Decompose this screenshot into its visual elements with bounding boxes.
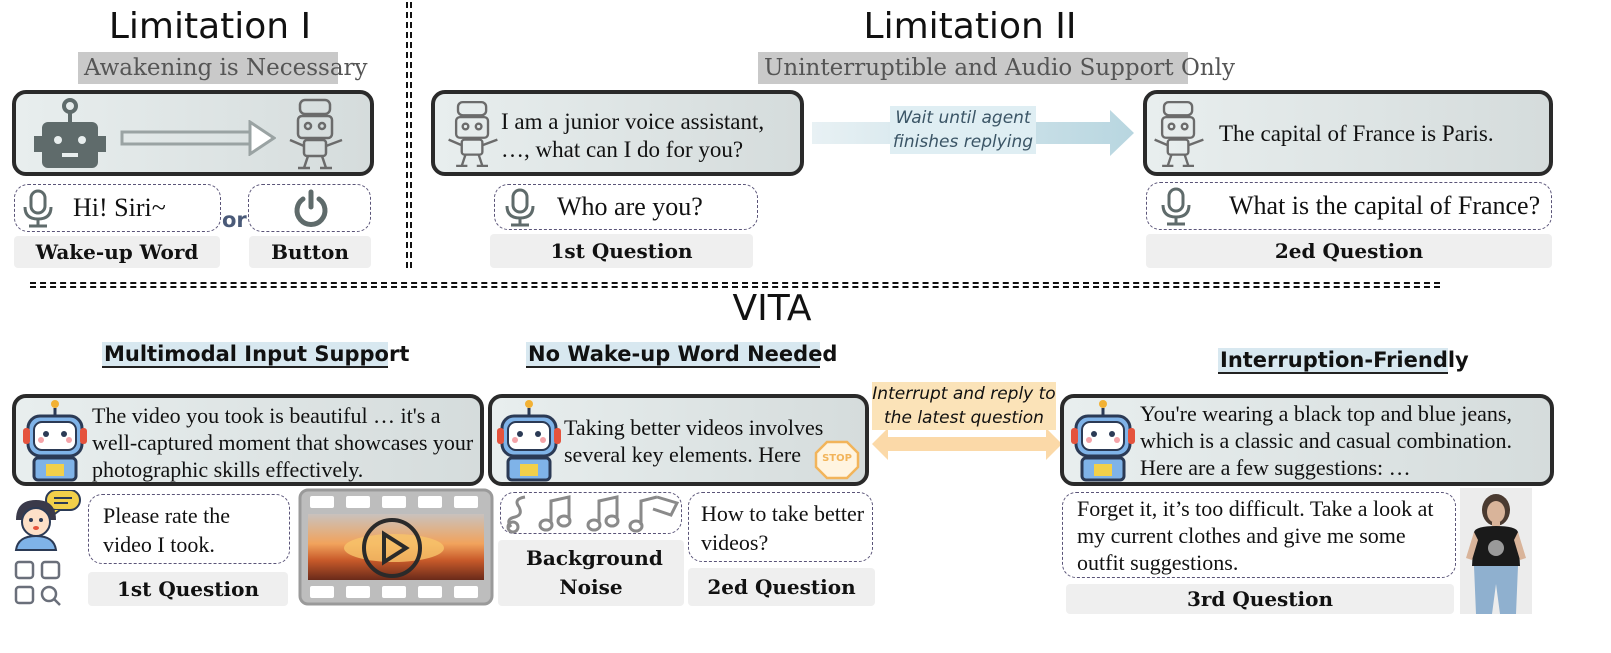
no-wake-question-label: 2ed Question	[688, 568, 875, 606]
vertical-separator	[406, 2, 412, 268]
robot-avatar-icon	[497, 400, 561, 482]
microphone-icon	[505, 188, 535, 227]
interruption-agent-box: You're wearing a black top and blue jean…	[1060, 394, 1554, 486]
no-wake-agent-box: Taking better videos involves several ke…	[488, 394, 869, 486]
multimodal-agent-reply: The video you took is beautiful … it's a…	[92, 403, 474, 482]
horizontal-separator	[30, 282, 1440, 288]
limitation2-agent-box-1: I am a junior voice assistant, …, what c…	[431, 90, 804, 176]
limitation2-title: Limitation II	[863, 6, 1077, 47]
robot-icon	[34, 98, 106, 168]
robot-avatar-icon	[23, 400, 87, 482]
interruption-agent-reply: You're wearing a black top and blue jean…	[1140, 401, 1513, 480]
question-1-bubble: Who are you?	[494, 184, 758, 230]
wake-word-label: Wake-up Word	[14, 236, 220, 268]
cartoon-robot-icon	[1154, 100, 1204, 168]
wait-note: Wait until agent finishes replying	[890, 106, 1036, 154]
vita-title: VITA	[732, 288, 812, 329]
question-1-text: Who are you?	[557, 192, 703, 221]
question-2-text: What is the capital of France?	[1229, 191, 1541, 220]
power-button-bubble	[248, 184, 371, 232]
limitation2-agent-box-2: The capital of France is Paris.	[1143, 90, 1553, 176]
multimodal-question-bubble: Please rate the video I took.	[88, 494, 290, 564]
person-photo	[1460, 488, 1532, 614]
stop-sign-text: STOP	[822, 453, 852, 464]
agent-reply-text: The capital of France is Paris.	[1219, 121, 1494, 146]
microphone-icon	[1161, 187, 1191, 226]
interruption-question-text: Forget it, it’s too difficult. Take a lo…	[1077, 496, 1434, 575]
multimodal-question-text: Please rate the video I took.	[103, 503, 231, 557]
multimodal-question-label: 1st Question	[88, 572, 288, 606]
question-1-label: 1st Question	[490, 234, 753, 268]
multimodal-title: Multimodal Input Support	[102, 342, 410, 368]
agent-reply-text: I am a junior voice assistant, …, what c…	[501, 109, 765, 162]
limitation1-title: Limitation I	[108, 6, 312, 47]
music-notes-icon	[506, 495, 680, 534]
robot-avatar-icon	[1071, 400, 1135, 482]
limitation1-subtitle: Awakening is Necessary	[78, 52, 368, 84]
wake-word-text: Hi! Siri~	[73, 193, 166, 222]
stop-sign-icon	[814, 440, 860, 480]
noise-label: Background Noise	[498, 540, 684, 606]
interruption-question-label: 3rd Question	[1066, 584, 1454, 614]
question-2-bubble: What is the capital of France?	[1146, 182, 1552, 230]
interruption-title: Interruption-Friendly	[1218, 348, 1469, 374]
no-wake-question-text: How to take better videos?	[701, 501, 865, 555]
apps-icon	[14, 560, 61, 606]
multimodal-agent-box: The video you took is beautiful … it's a…	[12, 394, 484, 486]
microphone-icon	[23, 189, 53, 228]
noise-bubble	[500, 492, 682, 534]
user-avatar-icon	[14, 490, 81, 551]
no-wake-agent-reply: Taking better videos involves several ke…	[564, 415, 824, 467]
limitation1-agent-box	[12, 90, 374, 176]
video-clip-icon[interactable]	[298, 488, 494, 606]
or-text: or	[222, 208, 247, 232]
question-2-label: 2ed Question	[1146, 234, 1552, 268]
no-wake-title: No Wake-up Word Needed	[526, 342, 838, 368]
no-wake-question-bubble: How to take better videos?	[688, 492, 873, 562]
limitation2-subtitle: Uninterruptible and Audio Support Only	[758, 52, 1235, 84]
wake-word-bubble: Hi! Siri~	[14, 184, 221, 232]
button-label: Button	[249, 236, 371, 268]
power-icon	[294, 189, 328, 227]
cartoon-robot-icon	[289, 98, 343, 170]
interruption-question-bubble: Forget it, it’s too difficult. Take a lo…	[1062, 492, 1456, 578]
interrupt-arrow	[872, 428, 1062, 460]
cartoon-robot-icon	[448, 100, 498, 168]
arrow-right-icon	[120, 120, 276, 156]
interrupt-note: Interrupt and reply to the latest questi…	[872, 382, 1056, 430]
